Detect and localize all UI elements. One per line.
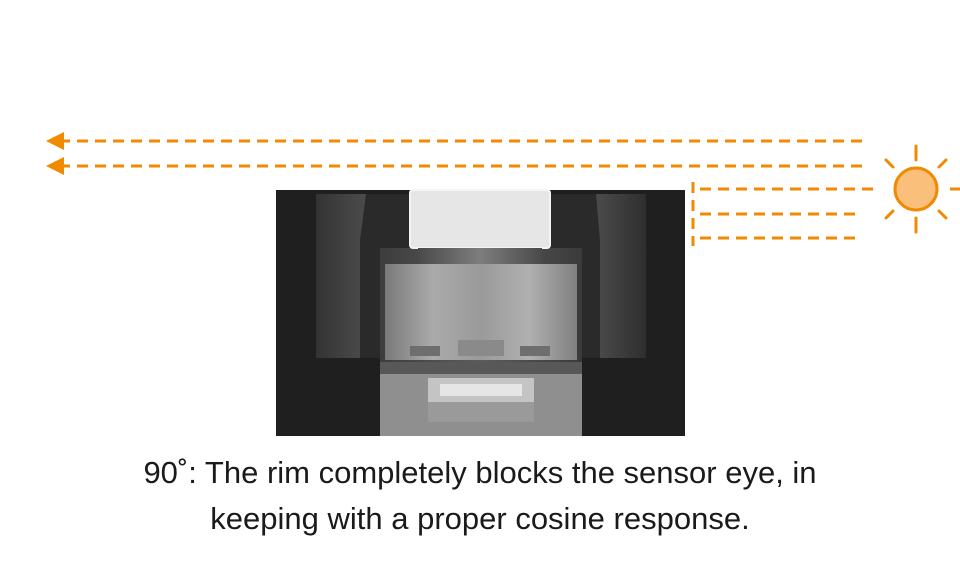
caption: 90˚: The rim completely blocks the senso…	[0, 450, 960, 542]
sun-icon	[884, 144, 948, 234]
caption-line-1: 90˚: The rim completely blocks the senso…	[143, 455, 817, 490]
light-rays	[62, 139, 960, 246]
arrow-left-icon	[46, 132, 64, 175]
sensor-diagram	[46, 132, 960, 436]
caption-line-2: keeping with a proper cosine response.	[210, 501, 750, 536]
sensor-eye	[380, 189, 582, 436]
